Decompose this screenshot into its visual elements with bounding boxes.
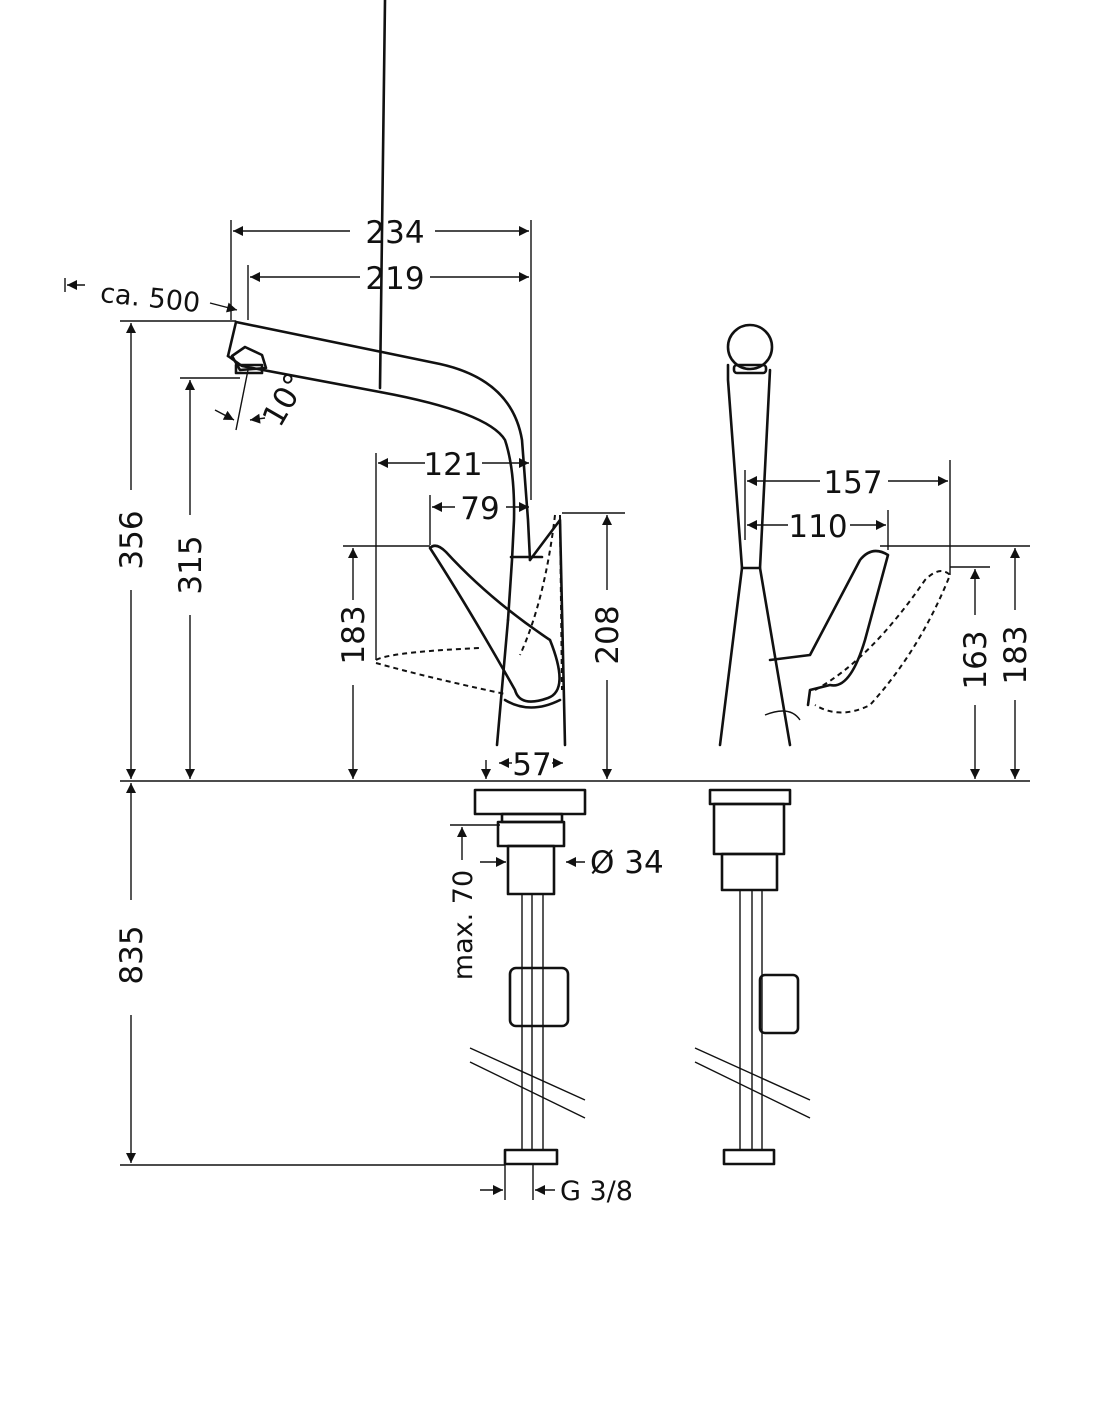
front-view-faucet — [694, 323, 952, 1166]
dim-base-width: 57 — [512, 747, 551, 783]
dim-spout-height: 315 — [173, 535, 209, 594]
dim-overall-reach: 234 — [365, 215, 424, 251]
dim-below-deck-length: 835 — [114, 925, 150, 984]
dimension-lines — [64, 220, 1030, 1200]
dim-pullout-length: ca. 500 — [99, 278, 202, 319]
dim-front-handle-reach-closed: 110 — [788, 509, 847, 545]
dim-connection-thread: G 3/8 — [560, 1176, 633, 1207]
dim-handle-height: 183 — [336, 605, 372, 664]
dim-front-handle-height-open: 183 — [998, 625, 1034, 684]
dim-spout-reach: 219 — [365, 261, 424, 297]
dim-body-height: 208 — [590, 605, 626, 664]
dim-handle-reach-open: 121 — [423, 447, 482, 483]
dim-front-handle-height-closed: 163 — [958, 630, 994, 689]
dim-hole-diameter: Ø 34 — [590, 845, 664, 881]
side-view-faucet — [226, 0, 587, 1166]
dim-front-handle-reach-open: 157 — [823, 465, 882, 501]
dim-handle-reach-closed: 79 — [460, 491, 499, 527]
dim-total-height: 356 — [114, 510, 150, 569]
dim-max-deck-thickness: max. 70 — [448, 870, 479, 980]
